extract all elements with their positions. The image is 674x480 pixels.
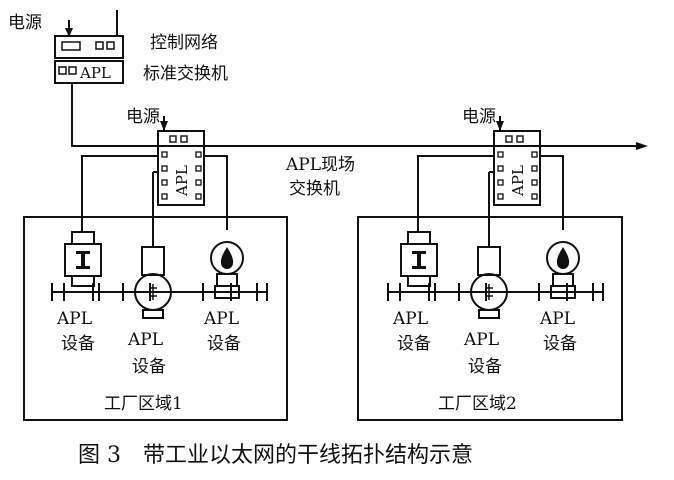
plant-zone-1 (23, 216, 288, 421)
zone-1-label: 工厂区域1 (104, 394, 183, 414)
device-label: 设备 (397, 334, 431, 354)
device-label: APL (203, 309, 239, 329)
standard-switch (54, 60, 124, 84)
device-label: APL (463, 330, 499, 350)
zone-2-label: 工厂区域2 (438, 394, 517, 414)
device-label: APL (539, 309, 575, 329)
power-arrow-icon (160, 121, 168, 131)
valve-actuator-icon (400, 231, 438, 287)
field-switch-label-line2: 交换机 (289, 179, 340, 199)
device-label: 设备 (543, 334, 577, 354)
plant-zone-2 (357, 216, 623, 421)
device-label: 设备 (468, 357, 502, 377)
device-label: 设备 (61, 334, 95, 354)
device-label: APL (127, 330, 163, 350)
device-label: APL (392, 309, 428, 329)
power-label-top: 电源 (8, 13, 42, 33)
drop-transmitter-icon (546, 241, 580, 299)
field-switch-1-vertical-label: APL (173, 165, 191, 197)
valve-actuator-icon (64, 231, 102, 287)
field-switch-2-vertical-label: APL (509, 165, 527, 197)
power-arrow-icon (496, 121, 504, 131)
control-network-device (54, 35, 124, 59)
device-label: APL (56, 309, 92, 329)
device-label: 设备 (132, 357, 166, 377)
device-label: 设备 (207, 334, 241, 354)
trunk-arrow-icon (636, 142, 648, 150)
field-switch-1 (157, 130, 205, 206)
standard-switch-label: 标准交换机 (143, 64, 228, 84)
control-network-label: 控制网络 (150, 33, 218, 53)
standard-switch-panel-label: APL (79, 64, 111, 82)
field-switch-label-line1: APL现场 (285, 155, 355, 175)
flow-meter-icon (470, 246, 508, 319)
field-switch-2 (493, 130, 541, 206)
zone-2-devices (387, 231, 604, 319)
power-arrow-icon (65, 28, 73, 37)
power-label-switch-2: 电源 (462, 107, 496, 127)
flow-meter-icon (134, 246, 172, 319)
zone-1-devices (51, 231, 268, 319)
drop-transmitter-icon (210, 241, 244, 299)
figure-caption: 图 3 带工业以太网的干线拓扑结构示意 (78, 443, 473, 468)
power-label-switch-1: 电源 (126, 107, 160, 127)
